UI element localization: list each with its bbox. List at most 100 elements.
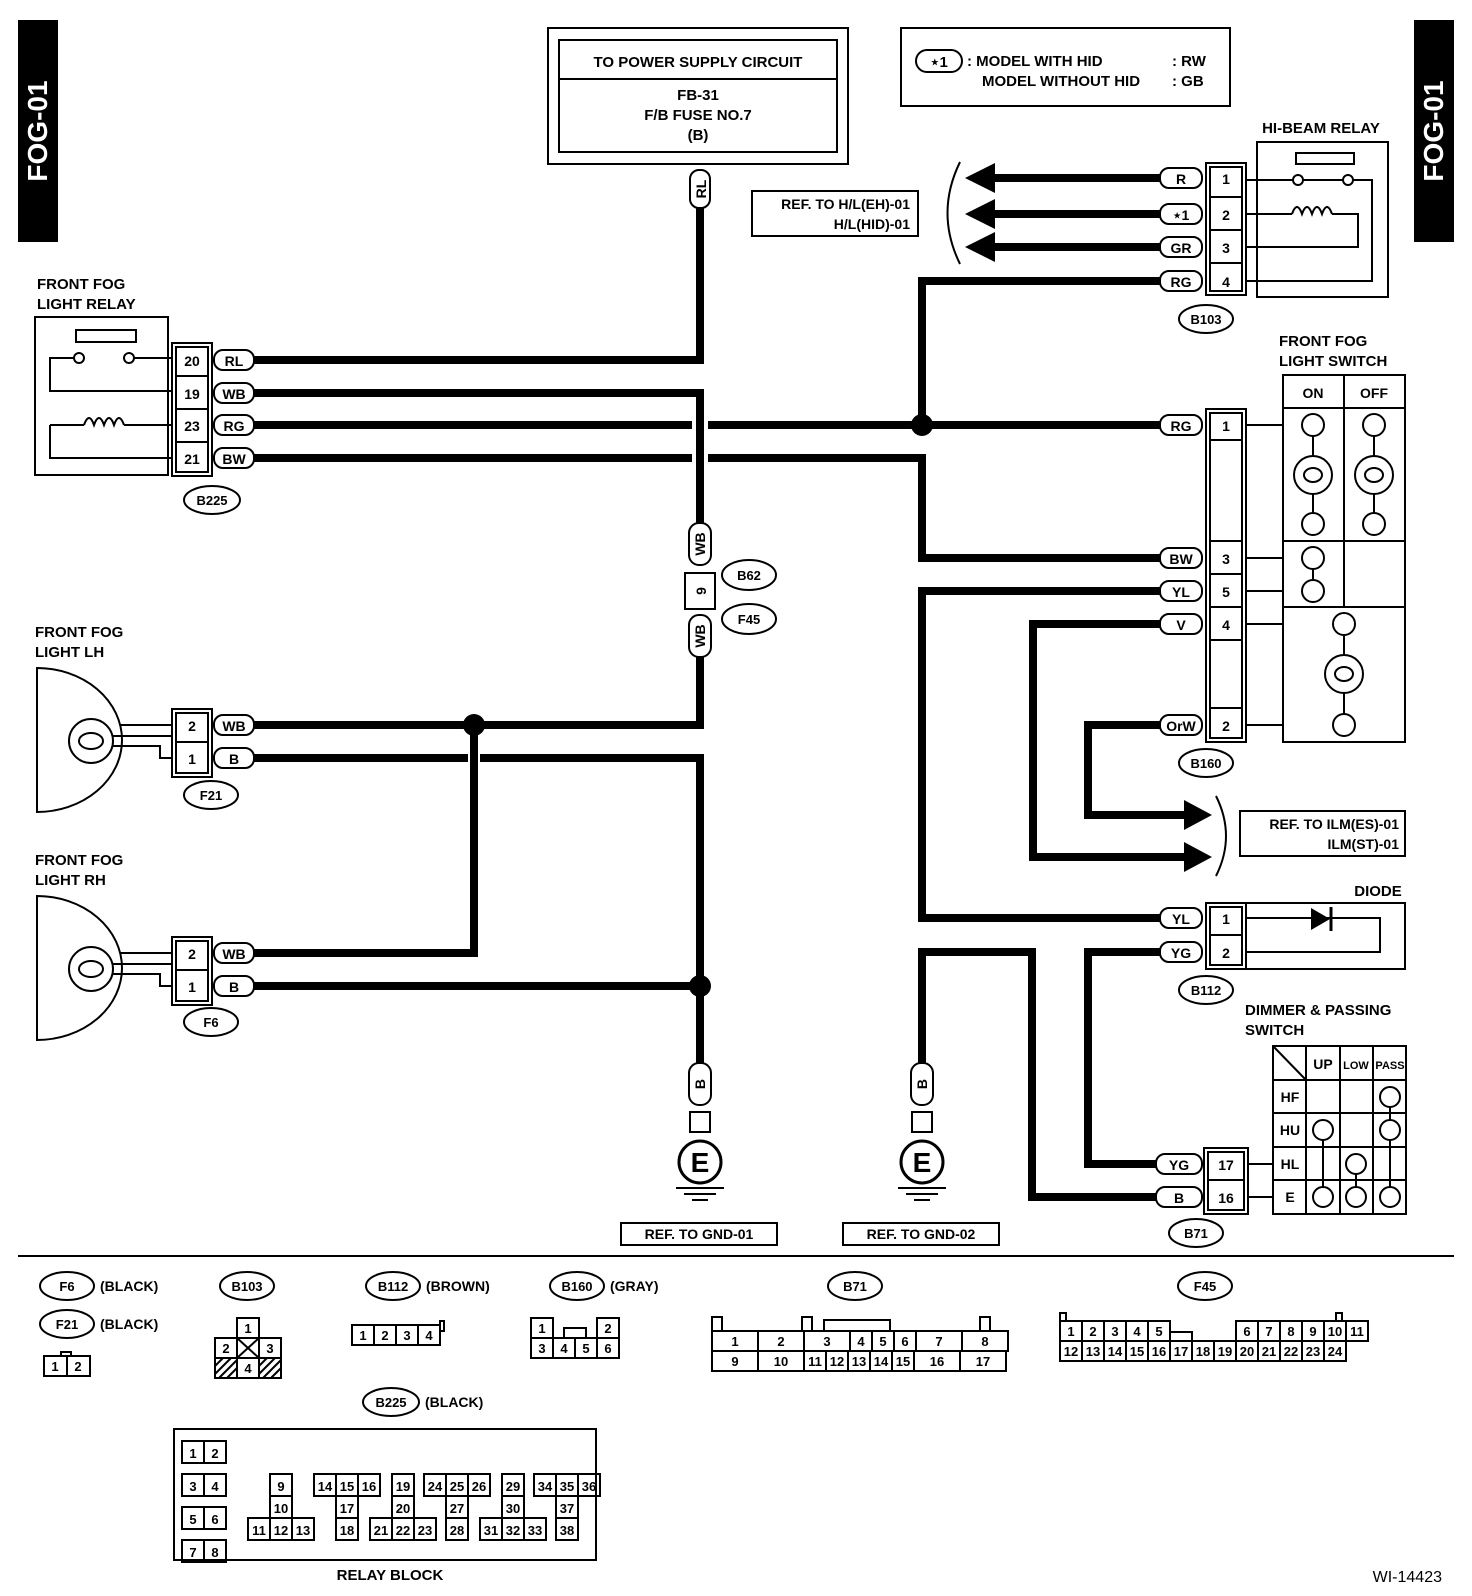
pin-f6-2: 1 [188, 979, 196, 995]
front-fog-rh-label-1: FRONT FOG [35, 852, 123, 869]
b71-bottom-pin-11: 11 [808, 1354, 822, 1369]
b225-pin-1: 1 [189, 1446, 196, 1461]
pin-b160-3: 3 [1222, 551, 1230, 567]
wire-tag-b62-top: WB [692, 532, 708, 555]
wire-tag-b225-3: RG [224, 418, 245, 434]
front-fog-lh-label-1: FRONT FOG [35, 624, 123, 641]
view-b225-id: B225 [375, 1395, 406, 1410]
f45-top-pin-9: 9 [1309, 1324, 1316, 1339]
pin-b112-1: 1 [1222, 911, 1230, 927]
wire-tag-b225-4: BW [222, 451, 246, 467]
f45-top-pin-2: 2 [1089, 1324, 1096, 1339]
b225-pin-20: 20 [396, 1501, 410, 1516]
wire-tag-f6-1: WB [222, 946, 245, 962]
connector-id-b71: B71 [1184, 1226, 1208, 1241]
wire-tag-ground-1: B [692, 1079, 708, 1089]
f45-bottom-pin-18: 18 [1196, 1344, 1210, 1359]
b71-bottom-pin-12: 12 [830, 1354, 844, 1369]
wire-tag-b112-1: YL [1172, 911, 1190, 927]
dimmer-passing-switch: DIMMER & PASSING SWITCH UP LOW PASS HF H… [1245, 1002, 1407, 1215]
f45-top-pin-7: 7 [1265, 1324, 1272, 1339]
b225-pin-13-cell [291, 1517, 315, 1541]
ground-2-letter: E [913, 1147, 932, 1178]
power-supply-box: TO POWER SUPPLY CIRCUIT FB-31 F/B FUSE N… [547, 27, 849, 165]
switch-header-off: OFF [1360, 385, 1388, 401]
f45-top-pin-5: 5 [1155, 1324, 1162, 1339]
b225-pin-19: 19 [396, 1479, 410, 1494]
view-b225-caption: RELAY BLOCK [337, 1567, 444, 1584]
b225-pin-36: 36 [582, 1479, 596, 1494]
wire-tag-b225-2: WB [222, 386, 245, 402]
b71-bottom-pin-16: 16 [930, 1354, 944, 1369]
dimmer-row-e: E [1285, 1189, 1294, 1205]
view-b112-pin-3: 3 [403, 1328, 410, 1343]
f45-bottom-pin-12: 12 [1064, 1344, 1078, 1359]
b225-pin-34: 34 [538, 1479, 553, 1494]
f45-top-pin-10: 10 [1328, 1324, 1342, 1339]
power-supply-line-3: (B) [688, 127, 709, 144]
b225-pin-23-cell [413, 1517, 437, 1541]
pin-b103-3: 3 [1222, 240, 1230, 256]
switch-header-on: ON [1303, 385, 1324, 401]
legend-symbol: ⋆1 [930, 54, 948, 71]
ref-gnd-02: REF. TO GND-02 [867, 1226, 976, 1242]
legend-row2-label: MODEL WITHOUT HID [982, 73, 1140, 90]
dimmer-row-hf: HF [1281, 1089, 1300, 1105]
b71-bottom-pin-15: 15 [896, 1354, 910, 1369]
b225-pin-27: 27 [450, 1501, 464, 1516]
b225-pin-36-cell [577, 1473, 601, 1497]
b225-pin-3: 3 [189, 1479, 196, 1494]
front-fog-switch-label-2: LIGHT SWITCH [1279, 353, 1387, 370]
pin-b160-5: 5 [1222, 584, 1230, 600]
pin-b225-2: 19 [184, 386, 200, 402]
diode-component: DIODE [1245, 883, 1406, 970]
b225-pin-16-cell [357, 1473, 381, 1497]
b225-pin-4-cell [203, 1473, 227, 1497]
b71-top-pin-6: 6 [901, 1334, 908, 1349]
front-fog-switch: FRONT FOG LIGHT SWITCH ON OFF [1246, 333, 1406, 743]
f45-bottom-pin-13: 13 [1086, 1344, 1100, 1359]
dimmer-header-low: LOW [1343, 1060, 1369, 1072]
b225-pin-21: 21 [374, 1523, 388, 1538]
front-fog-lh-label-2: LIGHT LH [35, 644, 104, 661]
connector-id-f6: F6 [203, 1015, 218, 1030]
pin-b112-2: 2 [1222, 945, 1230, 961]
pin-b160-1: 1 [1222, 418, 1230, 434]
b225-pin-16: 16 [362, 1479, 376, 1494]
pin-b160-4: 4 [1222, 617, 1230, 633]
connector-id-b160: B160 [1190, 756, 1221, 771]
b71-bottom-pin-17: 17 [976, 1354, 990, 1369]
f45-bottom-pin-16: 16 [1152, 1344, 1166, 1359]
b225-pin-15: 15 [340, 1479, 354, 1494]
b225-pin-6: 6 [211, 1512, 218, 1527]
b225-pin-7: 7 [189, 1545, 196, 1560]
b71-bottom-pin-9: 9 [731, 1354, 738, 1369]
b225-pin-26: 26 [472, 1479, 486, 1494]
junction-dots [463, 414, 933, 997]
wire-tag-f21-2: B [229, 751, 239, 767]
hi-beam-relay: HI-BEAM RELAY [1246, 120, 1389, 298]
reference-boxes: REF. TO H/L(EH)-01 H/L(HID)-01 REF. TO I… [620, 190, 1406, 1246]
b225-pin-13: 13 [296, 1523, 310, 1538]
b71-bottom-pin-14: 14 [874, 1354, 889, 1369]
b225-pin-22: 22 [396, 1523, 410, 1538]
legend-row1-label: : MODEL WITH HID [967, 53, 1103, 70]
b225-pin-10: 10 [274, 1501, 288, 1516]
f45-housing-keys [1059, 1312, 1343, 1341]
dimmer-label-1: DIMMER & PASSING [1245, 1002, 1391, 1019]
connector-id-b225: B225 [196, 493, 227, 508]
b71-top-pin-8: 8 [981, 1334, 988, 1349]
f45-bottom-pin-19: 19 [1218, 1344, 1232, 1359]
legend-row1-value: : RW [1172, 53, 1207, 70]
view-b112-id: B112 [378, 1279, 408, 1294]
front-fog-light-lh: FRONT FOG LIGHT LH [35, 624, 172, 814]
pin-b160-2: 2 [1222, 718, 1230, 734]
legend-row2-value: : GB [1172, 73, 1204, 90]
view-b103-pin-3: 3 [266, 1341, 273, 1356]
wire-tag-b160-4: V [1176, 617, 1186, 633]
ref-ilm-line2: ILM(ST)-01 [1327, 836, 1399, 852]
tab-right: FOG-01 [1414, 20, 1454, 242]
tab-left-label: FOG-01 [22, 80, 53, 181]
b225-pin-33-cell [523, 1517, 547, 1541]
